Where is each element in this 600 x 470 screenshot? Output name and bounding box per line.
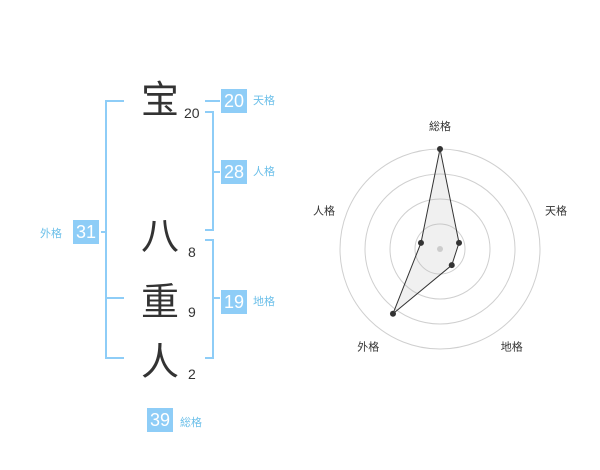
radar-grid-ring bbox=[389, 198, 491, 300]
radar-axis-label: 総格 bbox=[429, 119, 451, 133]
stroke-count-2: 8 bbox=[188, 244, 196, 260]
stroke-count-1: 20 bbox=[184, 105, 200, 121]
radar-point-5 bbox=[417, 239, 424, 246]
radar-point-1 bbox=[437, 146, 443, 152]
stroke-count-3: 9 bbox=[188, 304, 196, 320]
radar-point-3 bbox=[448, 262, 455, 269]
kanji-2: 八 bbox=[140, 214, 179, 258]
chi-kaku-label: 地格 bbox=[253, 295, 275, 308]
radar-point-2 bbox=[456, 239, 463, 246]
radar-axis-label: 地格 bbox=[501, 340, 523, 354]
radar-point-4 bbox=[389, 310, 396, 317]
radar-series-area bbox=[392, 148, 460, 315]
radar-grid-ring bbox=[414, 223, 466, 275]
outer-bracket bbox=[105, 100, 124, 359]
kanji-1: 宝 bbox=[140, 78, 179, 122]
stroke-count-4: 2 bbox=[188, 366, 196, 382]
chi-kaku-value: 19 bbox=[221, 290, 247, 314]
jin-kaku-value: 28 bbox=[221, 160, 247, 184]
radar-grid-ring bbox=[364, 173, 516, 325]
radar-axis-label: 外格 bbox=[357, 340, 379, 354]
radar-center bbox=[437, 246, 443, 252]
gai-kaku-label: 外格 bbox=[40, 227, 62, 240]
kanji-4: 人 bbox=[140, 340, 179, 384]
gai-kaku-value: 31 bbox=[73, 220, 99, 244]
jin-kaku-label: 人格 bbox=[253, 165, 275, 178]
kanji-3: 重 bbox=[140, 280, 179, 324]
ten-kaku-value: 20 bbox=[221, 89, 247, 113]
sou-kaku-value: 39 bbox=[147, 408, 173, 432]
ten-kaku-label: 天格 bbox=[253, 94, 275, 107]
sou-kaku-label: 総格 bbox=[180, 416, 202, 429]
radar-axis-label: 人格 bbox=[313, 203, 335, 217]
radar-axis-label: 天格 bbox=[545, 203, 567, 217]
